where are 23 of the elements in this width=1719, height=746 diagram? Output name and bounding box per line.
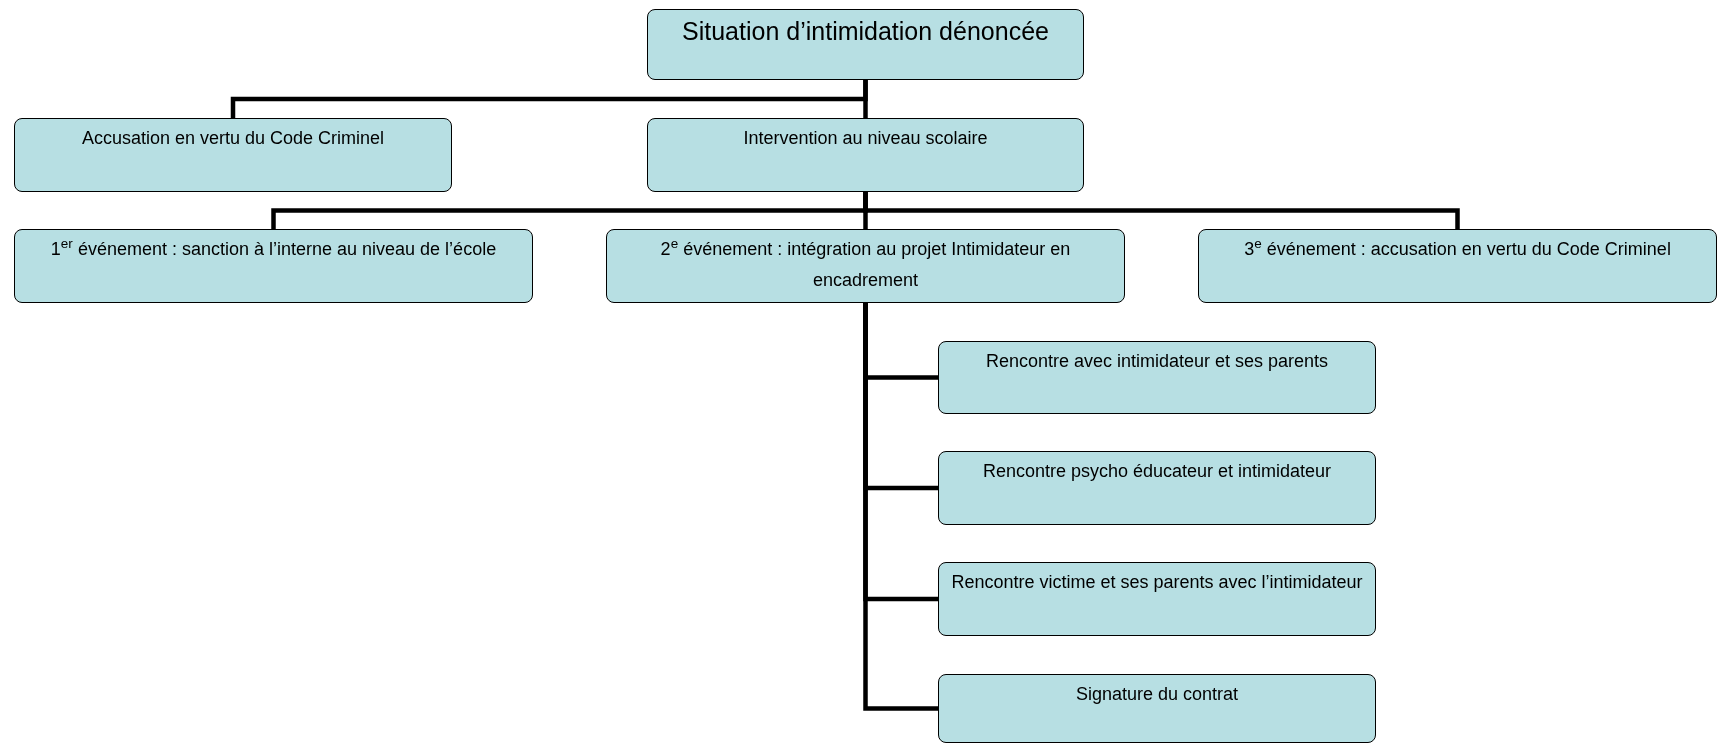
box-label: Situation d’intimidation dénoncée: [682, 16, 1049, 47]
box-label: Rencontre avec intimidateur et ses parents: [985, 350, 1329, 373]
box-label: Rencontre psycho éducateur et intimidateur: [982, 460, 1332, 483]
box-label: Signature du contrat: [1075, 683, 1239, 706]
process-box: [647, 9, 1084, 80]
connector-line: [863, 192, 1460, 229]
process-box: [1198, 229, 1717, 303]
box-label: 1$^{er}$ événement : sanction à l’interne au niveau de l’école: [50, 235, 497, 261]
process-box: [938, 674, 1376, 743]
box-label: Accusation en vertu du Code Criminel: [81, 127, 385, 150]
process-box: [938, 562, 1376, 636]
process-box: [14, 229, 533, 303]
process-box: [647, 118, 1084, 192]
connector-line: [863, 80, 868, 118]
box-label: 3$^{e}$ événement : accusation en vertu du Code Criminel: [1244, 235, 1671, 261]
process-box: [606, 229, 1125, 303]
process-box: [14, 118, 452, 192]
process-box: [938, 341, 1376, 414]
process-box: [938, 451, 1376, 525]
connector-line: [863, 303, 938, 711]
box-label: 2$^{e}$ événement : intégration au projet Intimidateur en encadrement: [659, 235, 1072, 292]
box-label: Rencontre victime et ses parents avec l’intimidateur: [951, 571, 1363, 594]
box-label: Intervention au niveau scolaire: [743, 127, 988, 150]
